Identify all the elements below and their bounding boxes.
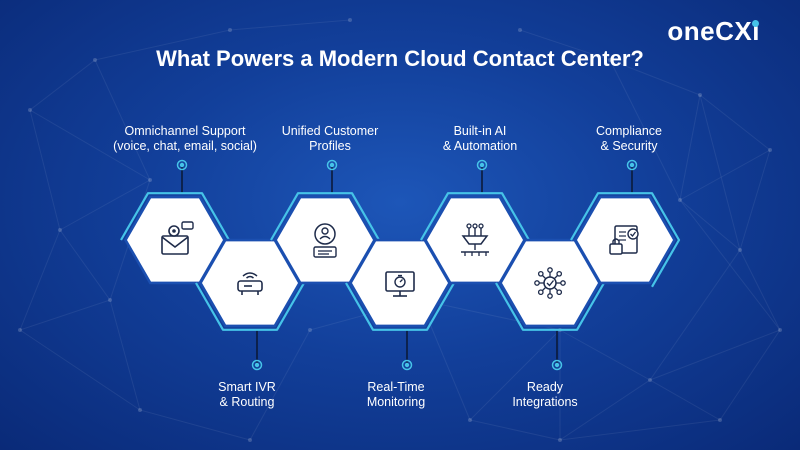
network-lines: [19, 19, 781, 441]
connector-dot: [176, 159, 188, 171]
network-node: [518, 28, 522, 32]
network-node: [698, 93, 702, 97]
label-line: Omnichannel Support: [124, 124, 246, 138]
label-line: (voice, chat, email, social): [113, 139, 257, 153]
network-node: [248, 438, 252, 442]
feature-label-ai: Built-in AI & Automation: [390, 124, 570, 154]
network-node: [558, 438, 562, 442]
label-line: & Automation: [442, 139, 518, 153]
feature-hexagon: [420, 192, 531, 288]
feature-hexagon: [270, 192, 381, 288]
hexagon-accent-frame: [570, 192, 681, 288]
network-node: [678, 198, 682, 202]
network-node: [778, 328, 782, 332]
connector-dot: [551, 359, 563, 371]
network-node: [228, 28, 232, 32]
connector-dot: [476, 159, 488, 171]
feature-hexagon: [120, 192, 231, 288]
integration-hub-icon: [534, 267, 566, 299]
connector: [251, 329, 263, 371]
monitor-timer-icon: [385, 271, 415, 297]
feature-label-monitoring: Real-Time Monitoring: [306, 380, 486, 410]
label-line: Profiles: [309, 139, 351, 153]
connector-dot: [251, 359, 263, 371]
network-node: [108, 298, 112, 302]
profile-badge-icon: [313, 223, 337, 258]
connector: [551, 329, 563, 371]
connector-dot: [326, 159, 338, 171]
page-title: What Powers a Modern Cloud Contact Cente…: [156, 46, 644, 71]
network-node: [58, 228, 62, 232]
feature-label-omnichannel: Omnichannel Support (voice, chat, email,…: [95, 124, 275, 154]
label-line: Integrations: [512, 395, 578, 409]
network-node: [768, 148, 772, 152]
network-node: [468, 418, 472, 422]
network-node: [93, 58, 97, 62]
feature-label-ivr: Smart IVR & Routing: [157, 380, 337, 410]
connector: [476, 159, 488, 194]
feature-hexagon: [495, 235, 606, 331]
router-icon: [237, 272, 263, 295]
feature-hexagon: [195, 235, 306, 331]
connector-dot: [401, 359, 413, 371]
feature-label-integrations: Ready Integrations: [455, 380, 635, 410]
label-line: Unified Customer: [281, 124, 379, 138]
network-node: [608, 58, 612, 62]
logo-dot: [752, 20, 759, 27]
label-line: Smart IVR: [218, 380, 276, 394]
envelope-gear-icon: [161, 221, 194, 255]
label-line: Compliance: [595, 124, 662, 138]
feature-label-compliance: Compliance & Security: [539, 124, 719, 154]
connector: [626, 159, 638, 194]
label-line: Real-Time: [367, 380, 425, 394]
label-line: & Routing: [219, 395, 275, 409]
network-node: [18, 328, 22, 332]
feature-label-profiles: Unified Customer Profiles: [240, 124, 420, 154]
connector-dot: [626, 159, 638, 171]
network-node: [348, 18, 352, 22]
network-node: [738, 248, 742, 252]
logo-text: oneCXi: [667, 16, 760, 46]
connector: [401, 329, 413, 371]
label-line: Ready: [526, 380, 564, 394]
connector: [176, 159, 188, 194]
network-node: [138, 408, 142, 412]
brand-logo: oneCXi: [667, 16, 760, 47]
label-line: Monitoring: [366, 395, 426, 409]
label-line: & Security: [600, 139, 658, 153]
feature-hexagon: [345, 235, 456, 331]
network-node: [308, 328, 312, 332]
network-node: [28, 108, 32, 112]
network-node: [148, 178, 152, 182]
ai-automation-icon: [461, 223, 489, 256]
label-line: Built-in AI: [453, 124, 507, 138]
connector: [326, 159, 338, 194]
network-node: [648, 378, 652, 382]
security-document-icon: [609, 225, 639, 255]
network-node: [718, 418, 722, 422]
